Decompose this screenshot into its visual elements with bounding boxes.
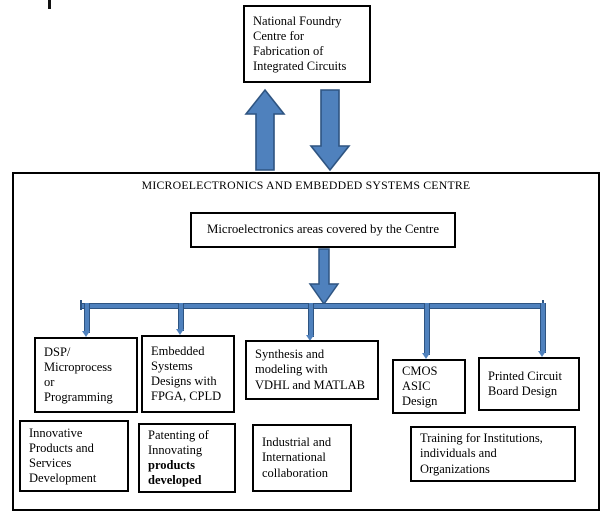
scan-tick-mark (48, 0, 51, 9)
drop-arrowhead-dsp (81, 331, 90, 337)
outcome-box-patenting-label-bold: products developed (148, 458, 202, 488)
area-box-cmos-asic-label: CMOS ASIC Design (402, 363, 438, 409)
area-box-dsp-label: DSP/ Microprocess or Programming (44, 344, 113, 405)
area-box-cmos-asic[interactable]: CMOS ASIC Design (392, 359, 466, 414)
bus-left-cap (80, 300, 82, 310)
areas-covered-label: Microelectronics areas covered by the Ce… (206, 222, 439, 237)
area-box-printed-circuit-board[interactable]: Printed Circuit Board Design (478, 357, 580, 411)
centre-title: MICROELECTRONICS AND EMBEDDED SYSTEMS CE… (141, 178, 471, 192)
up-block-arrow (244, 88, 286, 171)
drop-line-pcb (540, 303, 546, 353)
area-box-embedded[interactable]: Embedded Systems Designs with FPGA, CPLD (141, 335, 235, 413)
area-box-printed-circuit-board-label: Printed Circuit Board Design (488, 368, 562, 398)
outcome-box-patenting-label-normal: Patenting of Innovating (148, 427, 209, 457)
drop-line-dsp (84, 303, 90, 333)
down-block-arrow (309, 89, 351, 172)
drop-arrowhead-synth (305, 335, 314, 341)
outcome-box-training[interactable]: Training for Institutions, individuals a… (410, 426, 576, 482)
outcome-box-innovative-products[interactable]: Innovative Products and Services Develop… (19, 420, 129, 492)
outcome-box-industrial-collaboration-label: Industrial and International collaborati… (262, 435, 332, 480)
drop-line-synth (308, 303, 314, 337)
outcome-box-innovative-products-label: Innovative Products and Services Develop… (29, 425, 97, 486)
outcome-box-industrial-collaboration[interactable]: Industrial and International collaborati… (252, 424, 352, 492)
drop-line-cmos (424, 303, 430, 355)
top-node-label: National Foundry Centre for Fabrication … (253, 13, 347, 74)
outcome-box-training-label: Training for Institutions, individuals a… (420, 431, 543, 476)
top-node-national-foundry-centre[interactable]: National Foundry Centre for Fabrication … (243, 5, 371, 83)
areas-covered-box[interactable]: Microelectronics areas covered by the Ce… (190, 212, 456, 248)
drop-arrowhead-cmos (421, 353, 430, 359)
centre-feed-arrow (308, 248, 340, 306)
drop-line-embedded (178, 303, 184, 331)
area-box-embedded-label: Embedded Systems Designs with FPGA, CPLD (151, 343, 222, 404)
drop-arrowhead-pcb (537, 351, 546, 357)
area-box-synthesis[interactable]: Synthesis and modeling with VDHL and MAT… (245, 340, 379, 400)
drop-arrowhead-embedded (175, 329, 184, 335)
area-box-dsp[interactable]: DSP/ Microprocess or Programming (34, 337, 138, 413)
area-box-synthesis-label: Synthesis and modeling with VDHL and MAT… (255, 347, 365, 392)
